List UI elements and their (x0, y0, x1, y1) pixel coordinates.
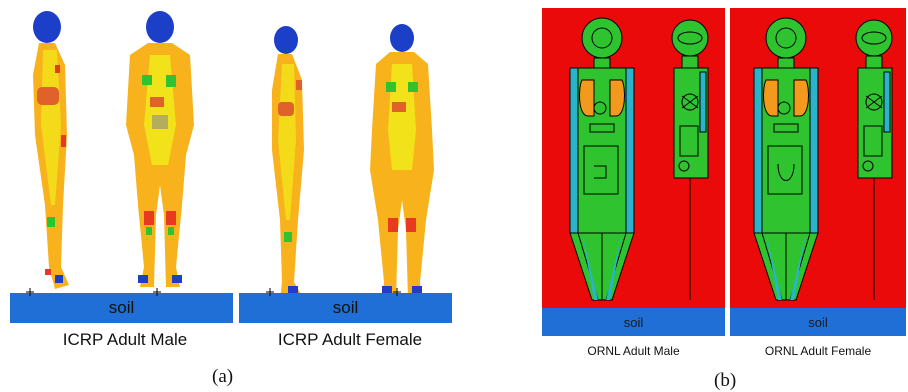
soil-label: soil (808, 315, 828, 330)
soil-bar-ornl-male: soil (542, 308, 725, 336)
icrp-male-front-phantom (120, 5, 200, 295)
soil-bar-ornl-female: soil (730, 308, 906, 336)
ornl-male-front-phantom (554, 16, 644, 306)
caption-icrp-female: ICRP Adult Female (255, 330, 445, 350)
panel-b: soil soil ORNL Adult Male ORNL Adult Fem… (540, 0, 908, 392)
soil-cross-markers (0, 284, 470, 304)
caption-icrp-male: ICRP Adult Male (30, 330, 220, 350)
soil-label: soil (624, 315, 644, 330)
ornl-female-front-phantom (738, 16, 828, 306)
icrp-female-front-phantom (362, 20, 442, 310)
ornl-male-side-phantom (668, 16, 718, 306)
panel-a: soil soil ICRP Adult Male ICRP Adult Fem… (0, 0, 470, 392)
caption-ornl-female: ORNL Adult Female (730, 344, 906, 358)
panel-a-label: (a) (212, 366, 233, 388)
icrp-female-side-phantom (262, 20, 332, 310)
ornl-female-side-phantom (852, 16, 902, 306)
caption-ornl-male: ORNL Adult Male (542, 344, 725, 358)
icrp-male-side-phantom (25, 5, 105, 295)
panel-b-label: (b) (714, 370, 736, 392)
